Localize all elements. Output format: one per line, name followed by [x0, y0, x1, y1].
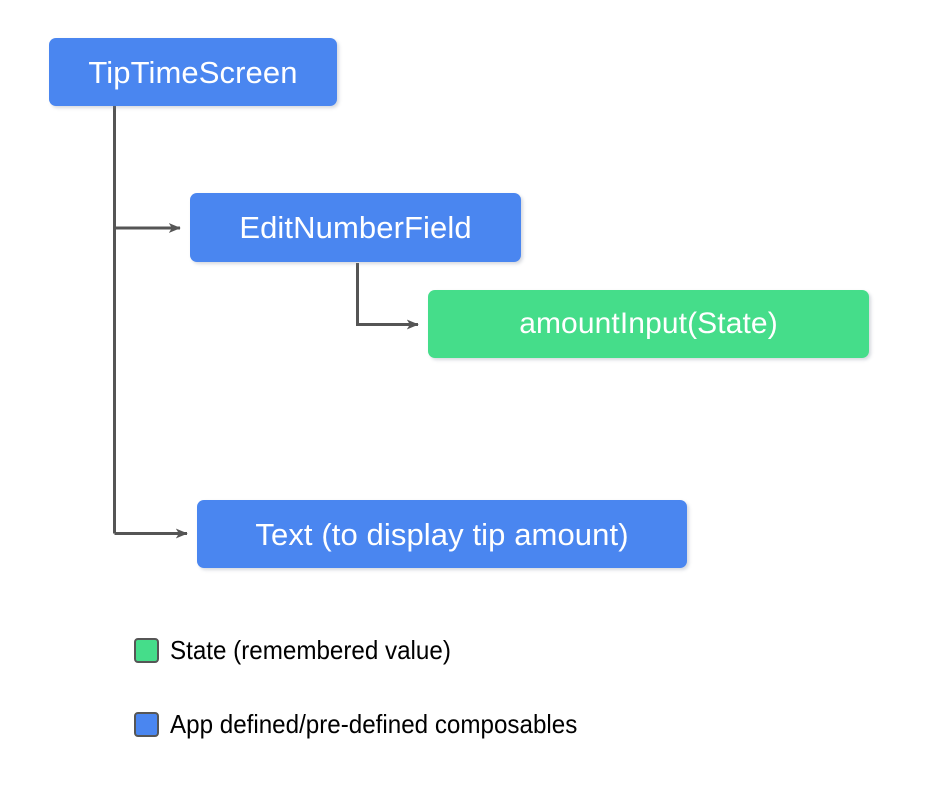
- node-label: EditNumberField: [239, 210, 472, 245]
- node-amount-input-state[interactable]: amountInput(State): [428, 290, 869, 358]
- node-tip-time-screen[interactable]: TipTimeScreen: [49, 38, 337, 106]
- legend-item-composables: App defined/pre-defined composables: [134, 706, 608, 742]
- node-edit-number-field[interactable]: EditNumberField: [190, 193, 521, 262]
- legend: State (remembered value) App defined/pre…: [134, 632, 608, 742]
- legend-label-composables: App defined/pre-defined composables: [170, 709, 578, 739]
- legend-swatch-composable-icon: [134, 711, 159, 737]
- node-text-tip-amount[interactable]: Text (to display tip amount): [197, 500, 687, 568]
- node-label: Text (to display tip amount): [255, 516, 629, 552]
- legend-label-state: State (remembered value): [170, 635, 451, 665]
- node-label: amountInput(State): [519, 307, 778, 340]
- node-label: TipTimeScreen: [88, 54, 298, 90]
- legend-item-state: State (remembered value): [134, 632, 608, 668]
- legend-swatch-state-icon: [134, 637, 159, 663]
- connector-to-amountinput: [356, 263, 419, 330]
